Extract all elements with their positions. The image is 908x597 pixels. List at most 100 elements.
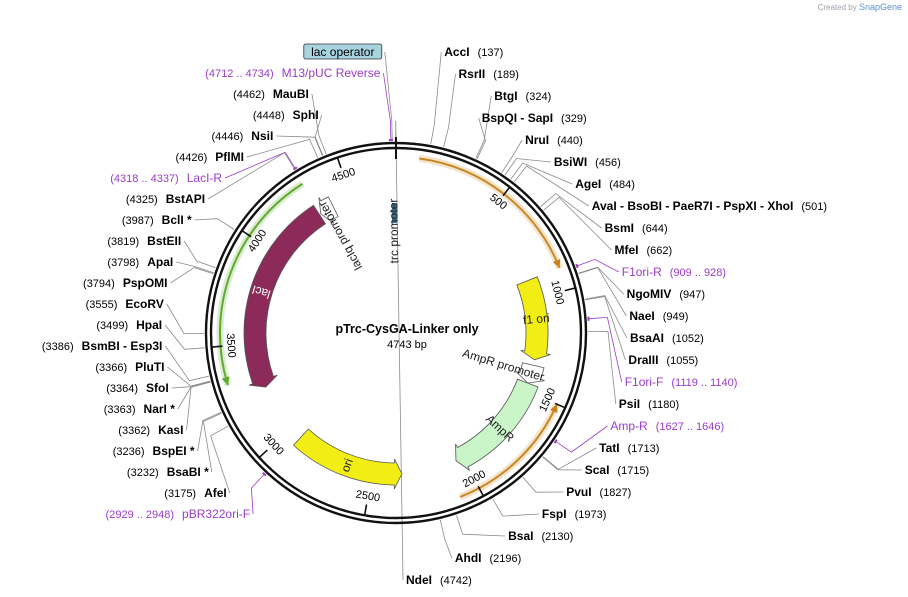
label-leader (439, 519, 453, 559)
site-label-fspi[interactable]: FspI(1973) (542, 507, 606, 521)
site-label-pflmi[interactable]: (4426)PflMI (175, 150, 243, 164)
site-label-bspqi-sapi[interactable]: BspQI - SapI(329) (482, 111, 587, 125)
tick-label: 1000 (548, 279, 566, 306)
site-label-hpai[interactable]: (3499)HpaI (96, 318, 162, 332)
site-label-scai[interactable]: ScaI(1715) (585, 463, 649, 477)
site-label-tati[interactable]: TatI(1713) (599, 441, 659, 455)
label-leader (207, 152, 296, 200)
site-label-bsaai[interactable]: BsaAI(1052) (630, 331, 704, 345)
tick-mark (211, 345, 223, 348)
label-leader (540, 193, 602, 229)
svg-text:(3386)BsmBI - Esp3I: (3386)BsmBI - Esp3I (42, 339, 163, 353)
site-label-lac-operator[interactable]: lac operator (303, 43, 383, 60)
feature-label: ori (338, 457, 356, 474)
site-label-bstapi[interactable]: (4325)BstAPI (126, 192, 205, 206)
site-label-psii[interactable]: PsiI(1180) (619, 397, 679, 411)
site-label-ndei[interactable]: NdeI(4742) (406, 573, 472, 587)
site-label-naei[interactable]: NaeI(949) (629, 309, 688, 323)
site-label-nrui[interactable]: NruI(440) (525, 133, 583, 147)
primer-mark (575, 263, 579, 269)
feature-label: lacIq promoter (315, 199, 365, 273)
site-label-bsabi[interactable]: (3232)BsaBI * (127, 465, 209, 479)
site-label-sphi[interactable]: (4448)SphI (253, 108, 319, 122)
label-leader (202, 412, 222, 473)
site-label-bsmbi-esp3i[interactable]: (3386)BsmBI - Esp3I (42, 339, 163, 353)
site-label-ecorv[interactable]: (3555)EcoRV (86, 297, 164, 311)
svg-text:TatI(1713): TatI(1713) (599, 441, 659, 455)
svg-text:AgeI(484): AgeI(484) (575, 177, 635, 191)
site-label-pspomi[interactable]: (3794)PspOMI (83, 276, 167, 290)
label-leader (164, 324, 205, 350)
svg-text:lac operator: lac operator (311, 45, 374, 59)
svg-text:BsmI(644): BsmI(644) (605, 221, 668, 235)
site-label-sfoi[interactable]: (3364)SfoI (106, 381, 168, 395)
svg-text:(4318 .. 4337)LacI-R: (4318 .. 4337)LacI-R (110, 171, 222, 185)
site-label-agei[interactable]: AgeI(484) (575, 177, 635, 191)
svg-text:PsiI(1180): PsiI(1180) (619, 397, 679, 411)
site-label-pvui[interactable]: PvuI(1827) (566, 485, 631, 499)
feature-laciq-promoter[interactable]: lacIq promoter (315, 196, 365, 273)
svg-text:AccI(137): AccI(137) (444, 45, 503, 59)
svg-text:PvuI(1827): PvuI(1827) (566, 485, 631, 499)
primer-label-f1ori-r[interactable]: F1ori-R(909 .. 928) (622, 265, 726, 279)
site-label-draiii[interactable]: DraIII(1055) (628, 353, 698, 367)
svg-text:NdeI(4742): NdeI(4742) (406, 573, 472, 587)
site-label-apai[interactable]: (3798)ApaI (107, 255, 173, 269)
feature-trc-promoter[interactable]: trc promoter (386, 199, 401, 264)
label-leader (542, 456, 582, 471)
label-leader (311, 93, 327, 155)
site-label-ahdi[interactable]: AhdI(2196) (455, 551, 521, 565)
label-leader (587, 330, 617, 405)
tick-mark (477, 485, 485, 497)
svg-text:NaeI(949): NaeI(949) (629, 309, 688, 323)
feature-ampr[interactable]: AmpR (455, 378, 539, 471)
feature-laci[interactable]: lacI (243, 204, 327, 388)
label-leader (542, 447, 597, 470)
feature-f1-ori[interactable]: f1 ori (516, 276, 551, 361)
site-label-bspei[interactable]: (3236)BspEI * (113, 444, 195, 458)
feature-ori[interactable]: ori (292, 428, 403, 490)
primer-label-amp-r[interactable]: Amp-R(1627 .. 1646) (610, 419, 724, 433)
orf-arrowhead (552, 259, 561, 268)
site-label-nsii[interactable]: (4446)NsiI (211, 129, 273, 143)
site-label-kasi[interactable]: (3362)KasI (118, 423, 183, 437)
svg-text:NgoMIV(947): NgoMIV(947) (627, 287, 705, 301)
orf-arrowhead (550, 404, 558, 414)
svg-text:BtgI(324): BtgI(324) (494, 89, 551, 103)
label-leader (246, 138, 319, 158)
site-label-afei[interactable]: (3175)AfeI (164, 486, 226, 500)
site-label-btgi[interactable]: BtgI(324) (494, 89, 551, 103)
primer-label-laci-r[interactable]: (4318 .. 4337)LacI-R (110, 171, 222, 185)
site-label-bsteii[interactable]: (3819)BstEII (107, 234, 181, 248)
svg-text:RsrII(189): RsrII(189) (459, 67, 519, 81)
site-label-acci[interactable]: AccI(137) (444, 45, 503, 59)
site-label-rsrii[interactable]: RsrII(189) (459, 67, 519, 81)
svg-text:(3364)SfoI: (3364)SfoI (106, 381, 168, 395)
svg-text:(4712 .. 4734)M13/pUC Reverse: (4712 .. 4734)M13/pUC Reverse (205, 66, 381, 80)
site-label-nari[interactable]: (3363)NarI * (104, 402, 175, 416)
site-label-bsmi[interactable]: BsmI(644) (605, 221, 668, 235)
site-label-avai-bsobi-paer7i-pspxi-xhoi[interactable]: AvaI - BsoBI - PaeR7I - PspXI - XhoI(501… (592, 199, 827, 213)
primer-label-f1ori-f[interactable]: F1ori-F(1119 .. 1140) (625, 375, 738, 389)
site-label-bcli[interactable]: (3987)BclI * (122, 213, 192, 227)
site-label-mfei[interactable]: MfeI(662) (615, 243, 673, 257)
label-leader (443, 73, 456, 148)
svg-text:(4325)BstAPI: (4325)BstAPI (126, 192, 205, 206)
label-leader (575, 258, 619, 273)
label-leader (430, 51, 442, 145)
site-label-ngomiv[interactable]: NgoMIV(947) (627, 287, 705, 301)
orf-arc (218, 183, 304, 386)
label-leader (210, 425, 231, 494)
primer-label-m13-puc-reverse[interactable]: (4712 .. 4734)M13/pUC Reverse (205, 66, 381, 80)
site-label-bsiwi[interactable]: BsiWI(456) (554, 155, 621, 169)
site-label-pluti[interactable]: (3366)PluTI (95, 360, 164, 374)
tick-mark (241, 229, 252, 238)
svg-text:(3499)HpaI: (3499)HpaI (96, 318, 162, 332)
svg-text:AhdI(2196): AhdI(2196) (455, 551, 521, 565)
site-label-maubi[interactable]: (4462)MauBI (233, 87, 309, 101)
svg-text:(3175)AfeI: (3175)AfeI (164, 486, 226, 500)
primer-label-pbr322ori-f[interactable]: (2929 .. 2948)pBR322ori-F (106, 507, 251, 521)
site-label-bsai[interactable]: BsaI(2130) (508, 529, 573, 543)
tick-label: 3500 (224, 333, 238, 358)
